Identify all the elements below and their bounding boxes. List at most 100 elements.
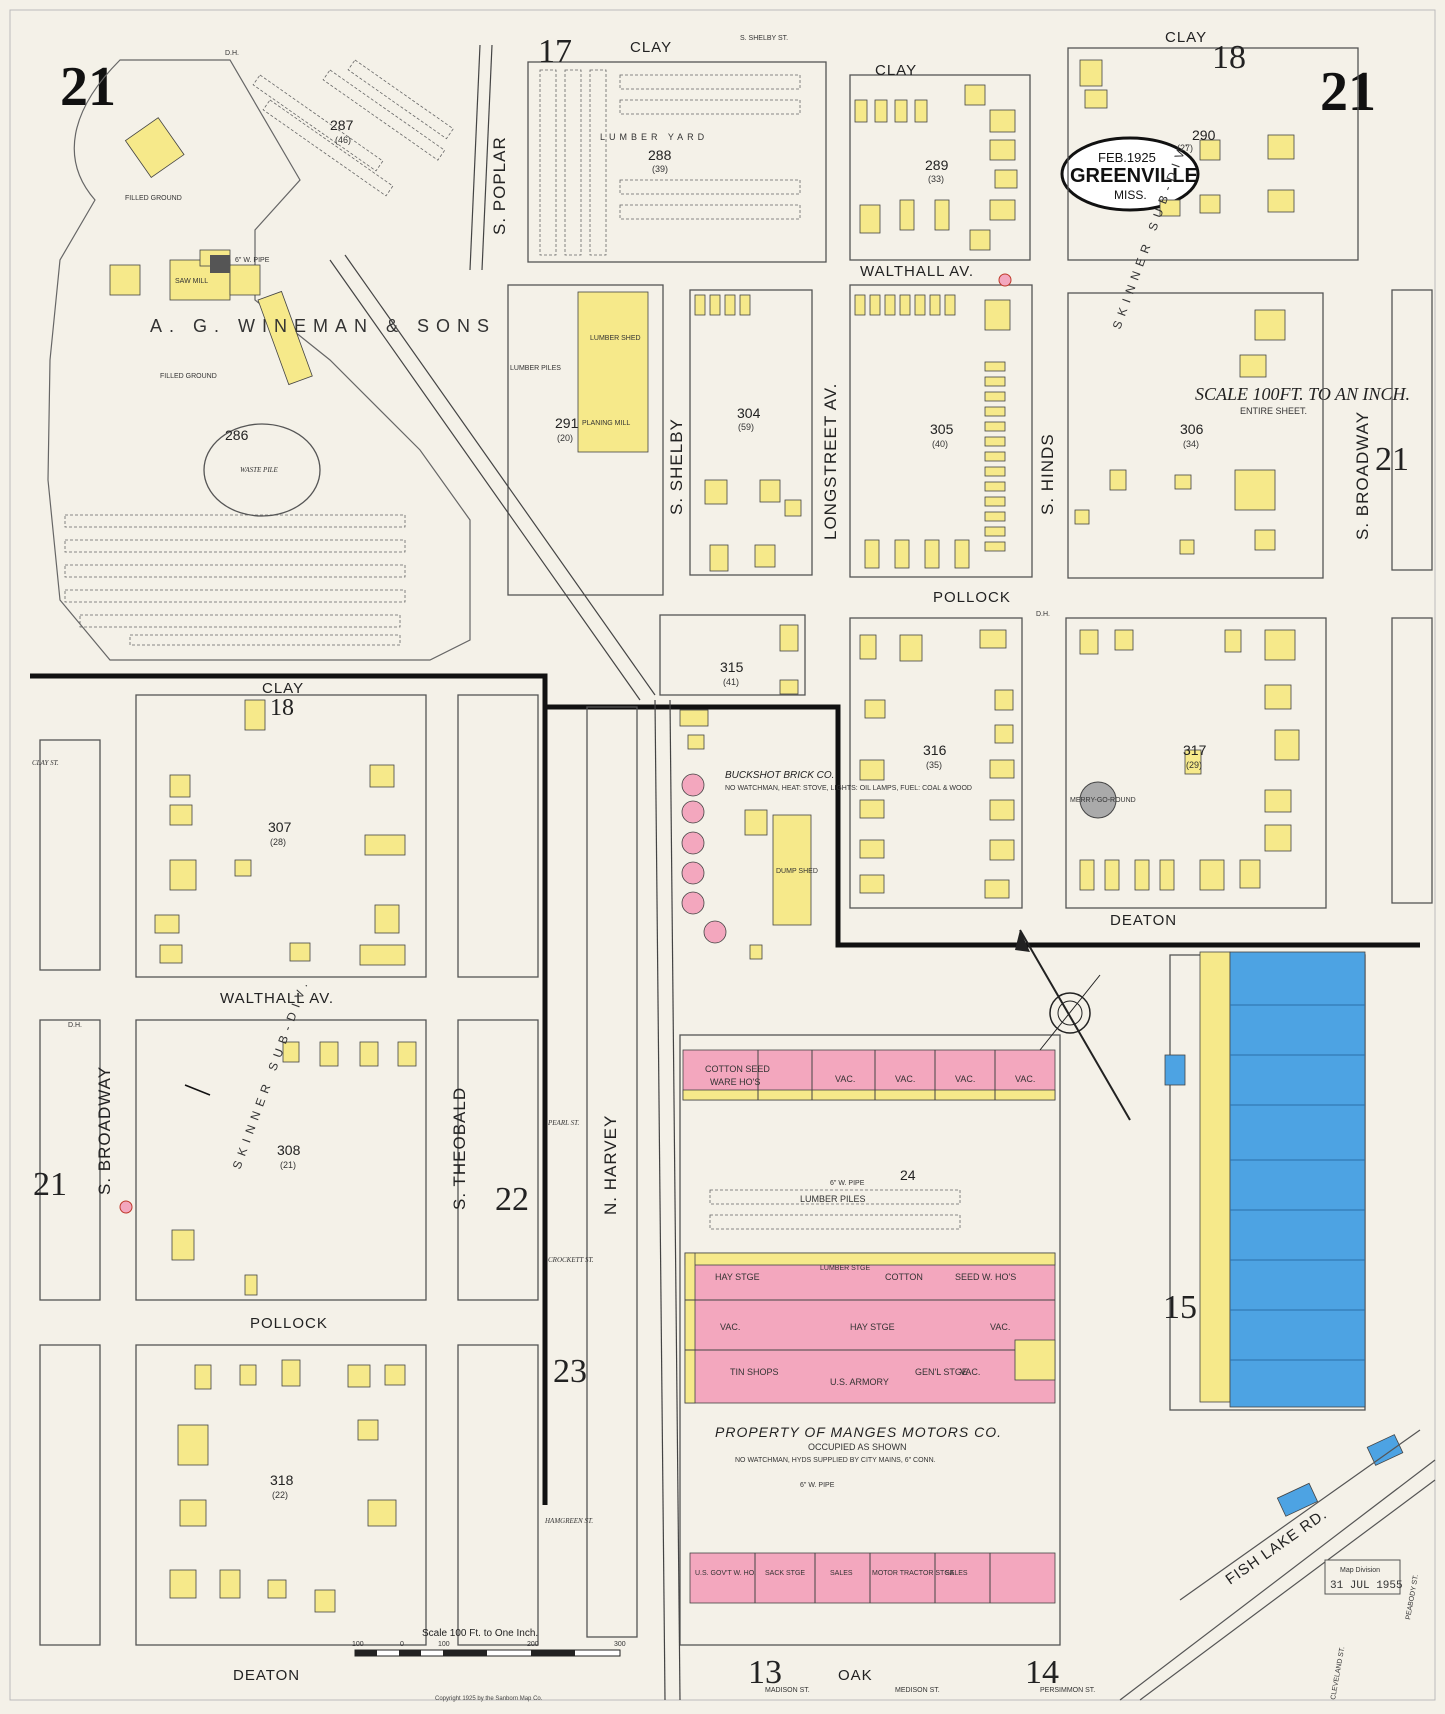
block-306: 305 <box>930 421 954 437</box>
street-pearl: PEARL ST. <box>547 1119 579 1127</box>
adj-22: 22 <box>495 1181 529 1218</box>
tin-shops-label: TIN SHOPS <box>730 1367 779 1377</box>
filled-ground-1: FILLED GROUND <box>125 195 182 202</box>
adj-13: 13 <box>748 1654 782 1691</box>
lumber-stge-label: LUMBER STGE <box>820 1265 871 1272</box>
block-291: 307 <box>268 819 292 835</box>
street-pollock-2: POLLOCK <box>250 1315 328 1332</box>
occupied-label: OCCUPIED AS SHOWN <box>808 1442 907 1452</box>
block-318: 318 <box>270 1472 294 1488</box>
sheet-boundaries <box>30 673 1420 1505</box>
stamp-line2: 31 JUL 1955 <box>1330 1580 1403 1592</box>
stamp-date: FEB.1925 <box>1098 150 1156 165</box>
lumber-yard-288: LUMBER YARD 288 (39) <box>539 69 801 256</box>
scale-tick-4: 200 <box>527 1641 539 1648</box>
street-labels: CLAY S. SHELBY ST. CLAY CLAY CLAY CLAY S… <box>32 29 1420 1700</box>
street-s-poplar: S. POPLAR <box>490 136 509 235</box>
block-308-buildings: 308 (21) <box>171 1041 417 1296</box>
pipe-label-2: 6" W. PIPE <box>830 1180 865 1187</box>
cotton-seed-warehouses: COTTON SEED WARE HO'S VAC. VAC. VAC. VAC… <box>682 1049 1056 1101</box>
street-s-hinds: S. HINDS <box>1038 433 1057 515</box>
block-317: 317 <box>1183 742 1207 758</box>
street-s-theobald: S. THEOBALD <box>450 1087 469 1210</box>
street-hamgreen: HAMGREEN ST. <box>544 1517 593 1525</box>
scale-tick-2: 0 <box>400 1641 404 1648</box>
adj-21-right: 21 <box>1375 441 1409 478</box>
block-316-buildings: 316 (35) <box>859 629 1015 899</box>
lumber-piles-2: LUMBER PILES <box>800 1194 866 1204</box>
waste-pile-label: WASTE PILE <box>240 466 279 474</box>
block-318-sub: (22) <box>272 1490 288 1500</box>
block-289-buildings: 289 (33) <box>854 84 1018 251</box>
sales-1: SALES <box>830 1570 853 1577</box>
motor-tractor-label: MOTOR TRACTOR STGE <box>872 1570 955 1577</box>
seed-whos-label: SEED W. HO'S <box>955 1272 1016 1282</box>
scale-tick-5: 300 <box>614 1641 626 1648</box>
lumber-piles-strip <box>709 1189 961 1230</box>
block-288: 288 <box>648 147 672 163</box>
street-madison: MADISON ST. <box>765 1687 810 1694</box>
stamp-city: GREENVILLE <box>1070 165 1198 187</box>
block-306-buildings: 305 (40) <box>854 294 1011 569</box>
pipe-label-1: 6" W. PIPE <box>235 257 270 264</box>
manges-motors-building: HAY STGE LUMBER STGE COTTON SEED W. HO'S… <box>684 1252 1056 1404</box>
adj-18-mid: 18 <box>270 695 294 721</box>
block-315-num: 315 <box>720 659 744 675</box>
stamp-state: MISS. <box>1114 188 1147 202</box>
street-s-broadway-1: S. BROADWAY <box>1353 411 1372 540</box>
genl-stge-label: GEN'L STGE <box>915 1367 968 1377</box>
block-305-buildings: 304 (59) <box>694 294 802 572</box>
compass-rose <box>1015 929 1131 1121</box>
block-308: 308 <box>277 1142 301 1158</box>
block-289: 289 <box>925 157 949 173</box>
block-307-sub: (34) <box>1183 439 1199 449</box>
street-crockett: CROCKETT ST. <box>548 1256 594 1264</box>
vac-2: VAC. <box>895 1074 915 1084</box>
sheet-number-left: 21 <box>60 56 116 118</box>
block-316: 316 <box>923 742 947 758</box>
block-291-buildings: 307 (28) <box>154 699 406 966</box>
street-s-shelby-st: S. SHELBY ST. <box>740 35 788 42</box>
block-317-sub: (29) <box>1186 760 1202 770</box>
adj-23: 23 <box>553 1353 587 1390</box>
govt-warehouses: U.S. GOV'T W. HO. SACK STGE SALES MOTOR … <box>689 1552 1056 1604</box>
street-persimmon: PERSIMMON ST. <box>1040 1687 1095 1694</box>
sack-stge-label: SACK STGE <box>765 1570 805 1577</box>
block-290-buildings: 290 (27) <box>1079 59 1295 217</box>
adj-21-left: 21 <box>33 1166 67 1203</box>
scale-bar: Scale 100 Ft. to One Inch. 100 0 100 200… <box>352 1628 626 1657</box>
adj-24: 24 <box>900 1167 916 1183</box>
cotton-label: COTTON <box>885 1272 923 1282</box>
hay-stge-2: HAY STGE <box>850 1322 895 1332</box>
block-318-buildings: 318 (22) <box>169 1359 406 1613</box>
planing-mill-label: PLANING MILL <box>582 420 630 427</box>
block-290-sub: (27) <box>1177 143 1193 153</box>
street-deaton-1: DEATON <box>1110 912 1177 929</box>
adj-14: 14 <box>1025 1654 1059 1691</box>
hay-stge-1: HAY STGE <box>715 1272 760 1282</box>
lumber-shed-label: LUMBER SHED <box>590 335 641 342</box>
filled-ground-2: FILLED GROUND <box>160 373 217 380</box>
adj-18-top: 18 <box>1212 39 1246 76</box>
vac-3: VAC. <box>955 1074 975 1084</box>
buckshot-brick-co: BUCKSHOT BRICK CO. NO WATCHMAN, HEAT: ST… <box>679 709 972 960</box>
dump-shed-label: DUMP SHED <box>776 868 818 875</box>
cotton-seed-label: COTTON SEED <box>705 1064 770 1074</box>
fire-alarm-markers <box>119 273 1012 1214</box>
block-305-sub: (59) <box>738 422 754 432</box>
us-armory-label: U.S. ARMORY <box>830 1377 889 1387</box>
property-manges-label: PROPERTY OF MANGES MOTORS CO. <box>715 1424 1002 1440</box>
fish-lake-road <box>1119 1429 1436 1701</box>
scale-bar-label: Scale 100 Ft. to One Inch. <box>422 1628 538 1639</box>
block-outlines <box>39 47 1433 1646</box>
vac-5: VAC. <box>720 1322 740 1332</box>
street-medison: MEDISON ST. <box>895 1687 940 1694</box>
block-316-sub: (35) <box>926 760 942 770</box>
block-315-sub: (41) <box>723 677 739 687</box>
us-govt-label: U.S. GOV'T W. HO. <box>695 1570 756 1577</box>
block-288-sub: (39) <box>652 164 668 174</box>
received-stamp: Map Division 31 JUL 1955 <box>1324 1559 1403 1595</box>
title-stamp: FEB.1925 GREENVILLE MISS. <box>1060 136 1200 212</box>
adj-15: 15 <box>1163 1289 1197 1326</box>
